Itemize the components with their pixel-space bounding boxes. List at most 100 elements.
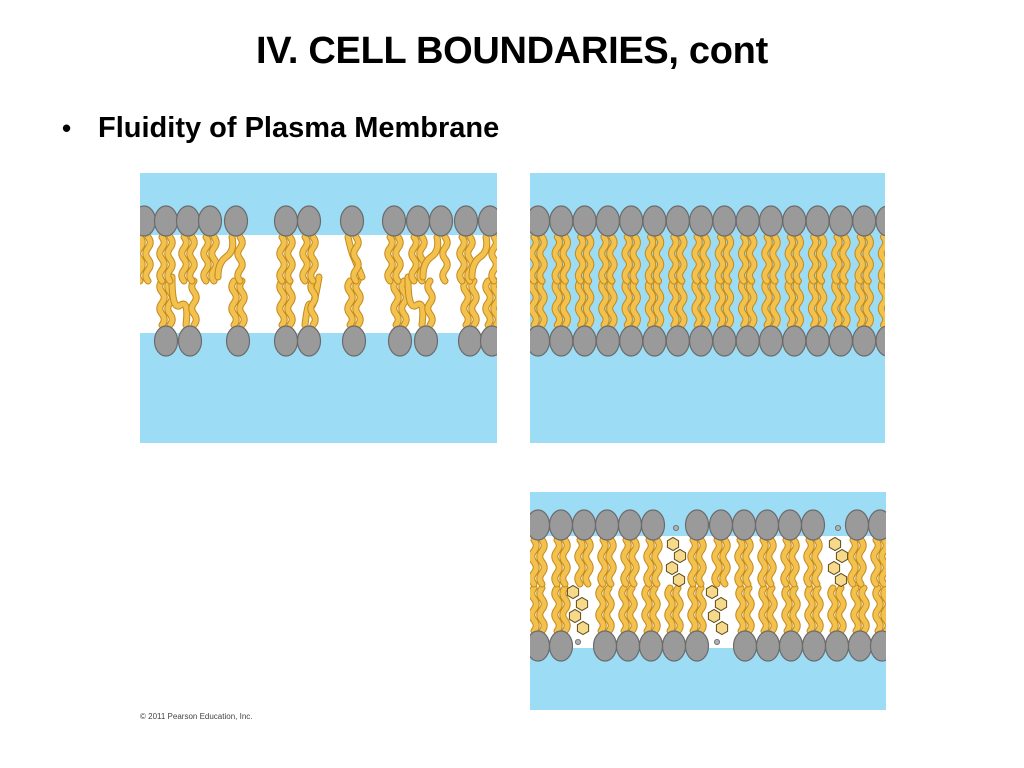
lipid-tail (560, 585, 570, 634)
phospholipid (404, 273, 439, 357)
lipid-tail (766, 537, 776, 587)
lipid-tail (606, 537, 616, 587)
phospholipid-head (735, 325, 760, 357)
lipid-tail (669, 278, 679, 328)
lipid-tail (873, 585, 883, 634)
lipid-tail (537, 278, 547, 328)
lipid-tail (767, 585, 777, 634)
phospholipid-head (175, 205, 201, 237)
phospholipid-head (615, 630, 641, 662)
phospholipid (828, 205, 853, 285)
lipid-tail (537, 537, 547, 587)
phospholipid (824, 584, 850, 662)
lipid-tail (770, 234, 780, 284)
lipid-tail (723, 278, 734, 328)
membrane-panel-cholesterol (530, 492, 886, 710)
lipid-tail (140, 234, 145, 284)
phospholipid (661, 584, 687, 662)
lipid-tail (393, 234, 403, 284)
lipid-tail (805, 585, 815, 634)
lipid-tail (215, 234, 236, 280)
phospholipid (800, 509, 826, 588)
phospholipid (617, 509, 643, 588)
phospholipid (755, 584, 781, 662)
lipid-tail (179, 234, 189, 284)
phospholipid-head (225, 325, 251, 357)
phospholipid (530, 277, 551, 357)
lipid-tail (619, 585, 629, 634)
lipid-tail (627, 585, 637, 634)
lipid-tail (738, 234, 749, 284)
phospholipid-head (387, 325, 413, 357)
lipid-tail (712, 537, 722, 587)
phospholipid (847, 584, 873, 662)
lipid-tail (530, 278, 539, 328)
lipid-tail (715, 278, 726, 328)
phospholipid (214, 205, 249, 285)
lipid-tail (598, 537, 608, 587)
phospholipid (869, 584, 886, 662)
lipid-tail (308, 234, 318, 284)
phospholipid (731, 509, 757, 588)
phospholipid-head (754, 509, 780, 541)
lipid-tail (832, 278, 842, 328)
phospholipid (684, 584, 710, 662)
phospholipid-head (828, 325, 853, 357)
phospholipid (828, 277, 853, 357)
phospholipid (642, 277, 667, 357)
phospholipid-head (405, 205, 431, 237)
lipid-tail (630, 278, 640, 328)
lipid-tail (736, 585, 746, 634)
lipid-tail (855, 234, 865, 284)
phospholipid-head (339, 205, 365, 237)
phospholipid (468, 205, 497, 285)
phospholipid (684, 509, 710, 588)
lipid-tail (859, 585, 869, 634)
lipid-tail (157, 278, 167, 328)
lipid-tail (622, 278, 632, 328)
phospholipid-head (530, 509, 551, 541)
phospholipid-head (638, 630, 664, 662)
phospholipid-head (273, 205, 299, 237)
lipid-tail (863, 234, 873, 284)
lipid-bilayer (530, 205, 885, 357)
phospholipid (708, 509, 734, 588)
lipid-tail (285, 278, 295, 328)
lipid-tail (491, 278, 497, 328)
lipid-tail (345, 278, 355, 328)
phospholipid-head (572, 205, 597, 237)
lipid-tail (840, 234, 850, 284)
lipid-tail (804, 537, 814, 587)
lipid-tail (723, 234, 734, 284)
phospholipid-head (197, 205, 223, 237)
phospholipid-head (875, 325, 885, 357)
phospholipid-head (530, 325, 551, 357)
lipid-tail (560, 537, 570, 587)
phospholipid-head (223, 205, 249, 237)
phospholipid (594, 509, 620, 588)
lipid-tail (735, 537, 745, 587)
lipid-tail (209, 234, 219, 284)
phospholipid (140, 205, 157, 285)
lipid-tail (848, 537, 858, 587)
phospholipid-head (642, 205, 667, 237)
phospholipid (758, 277, 784, 357)
lipid-tail (652, 537, 662, 587)
lipid-tail (696, 585, 706, 634)
phospholipid-head (341, 325, 367, 357)
phospholipid (381, 205, 407, 285)
lipid-tail (621, 537, 631, 587)
phospholipid-head (617, 509, 643, 541)
phospholipid (867, 509, 886, 588)
lipid-bilayer (530, 509, 886, 662)
phospholipid (777, 509, 803, 588)
lipid-tail (808, 234, 819, 284)
phospholipid (296, 273, 323, 357)
lipid-tail (879, 537, 886, 587)
phospholipid (619, 277, 644, 357)
phospholipid-head (479, 325, 497, 357)
phospholipid (530, 509, 551, 588)
phospholipid (735, 205, 760, 285)
phospholipid (852, 205, 877, 285)
lipid-tail (630, 234, 640, 284)
